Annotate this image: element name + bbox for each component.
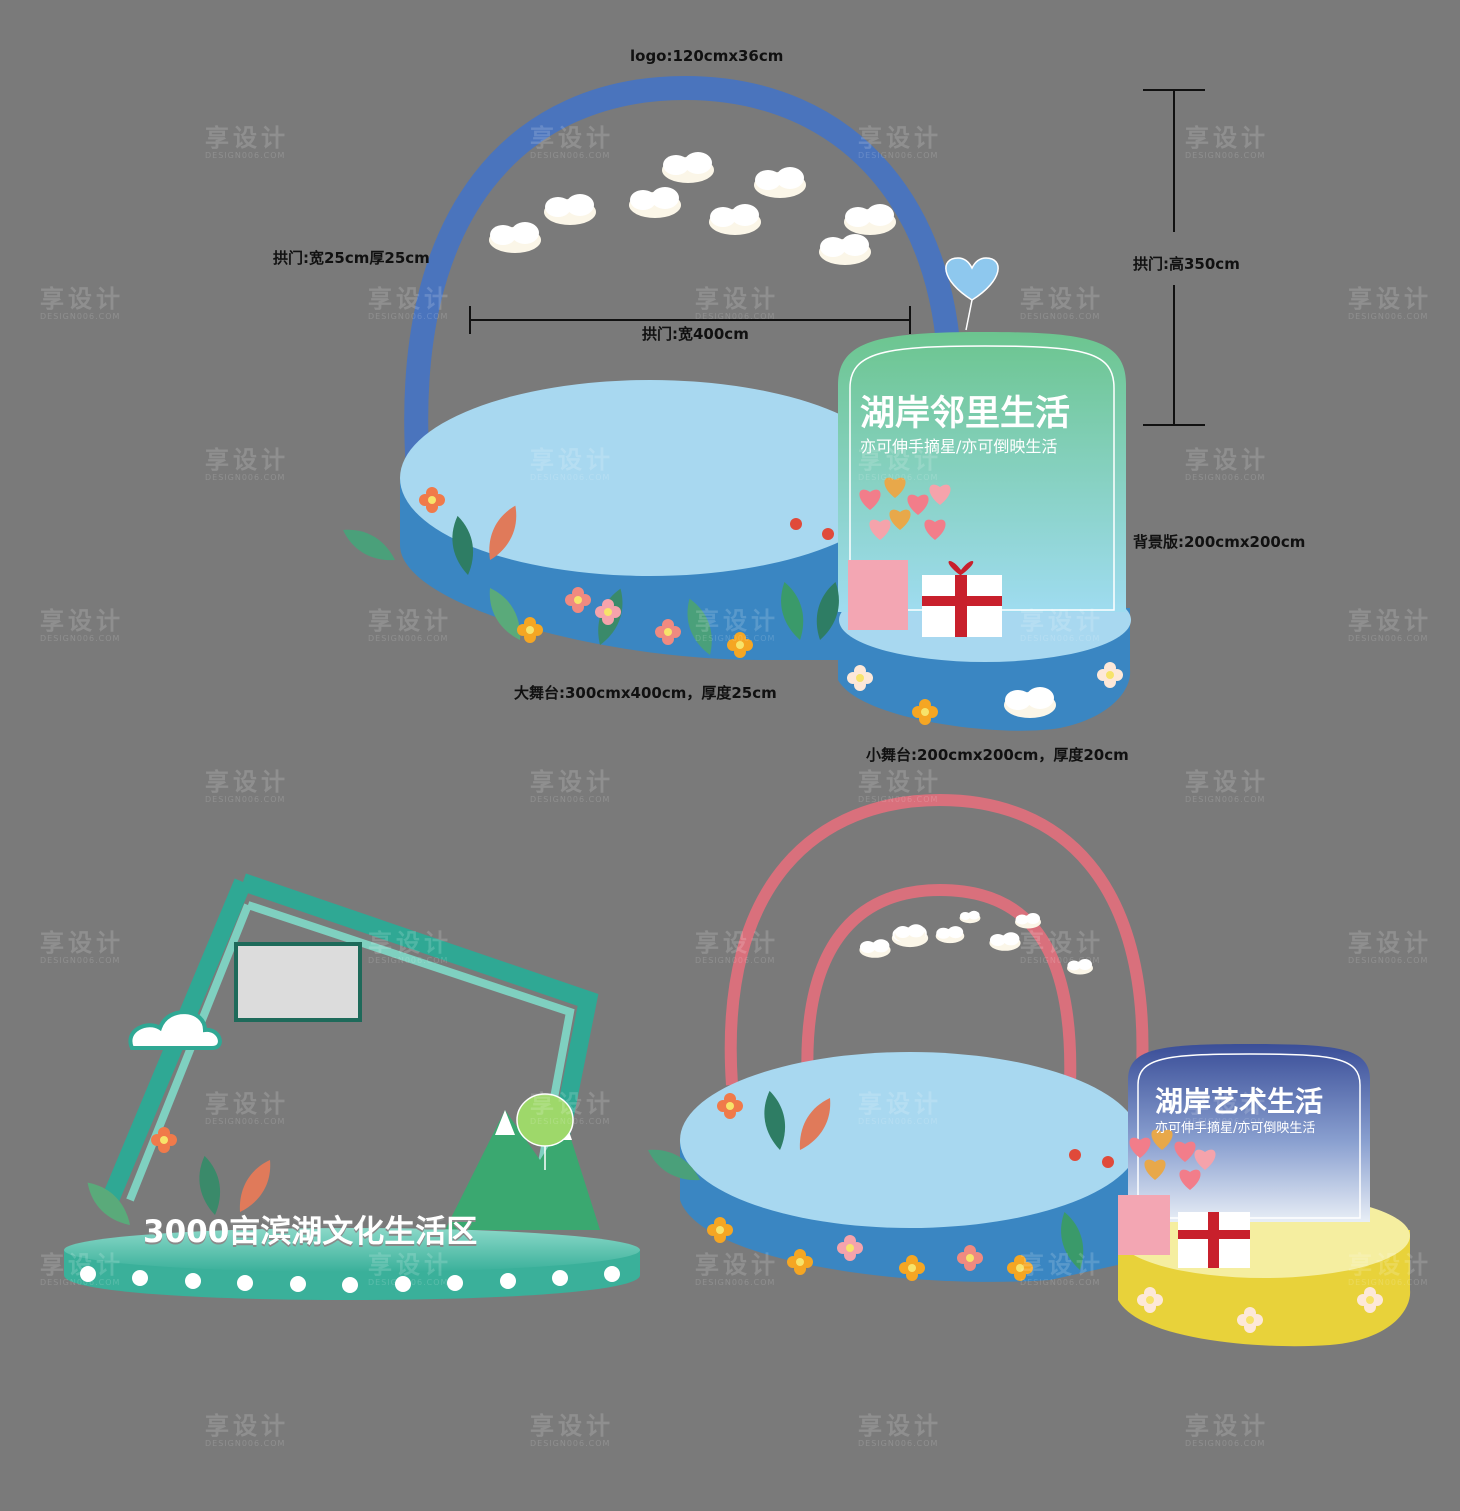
cloud-icon	[844, 204, 896, 235]
cloud-icon	[709, 204, 761, 235]
cloud-icon	[489, 222, 541, 253]
pink-arch-inner	[801, 883, 1077, 1086]
pink-stage-set	[643, 793, 1411, 1347]
sign1-title: 湖岸邻里生活	[860, 394, 1071, 434]
gift-box-icon	[1118, 1195, 1250, 1268]
logo-size-label: logo:120cmx36cm	[630, 47, 784, 65]
frame-stage-set	[64, 873, 640, 1300]
top-stage-set	[338, 75, 1205, 731]
backboard-size-label: 背景版:200cmx200cm	[1133, 533, 1306, 551]
sign-backboard-1	[838, 332, 1126, 612]
small-stage-label: 小舞台:200cmx200cm，厚度20cm	[866, 746, 1129, 764]
pink-set-plants	[643, 1089, 1383, 1333]
cloud-icon	[1004, 687, 1056, 718]
frame-stage-title: 3000亩滨湖文化生活区	[143, 1214, 478, 1250]
dimension-lines	[469, 89, 1205, 426]
stage-light-icon	[80, 1266, 620, 1293]
blue-arch	[404, 75, 963, 471]
teal-stage	[64, 1228, 640, 1300]
sign1-subtitle: 亦可伸手摘星/亦可倒映生活	[860, 437, 1058, 456]
cloud-icon	[128, 1010, 222, 1050]
top-plants	[338, 487, 1123, 725]
cloud-icon	[544, 194, 596, 225]
arch-height-label: 拱门:高350cm	[1133, 255, 1240, 273]
sign2-subtitle: 亦可伸手摘星/亦可倒映生活	[1155, 1121, 1316, 1136]
logo-placeholder-board	[234, 942, 362, 1022]
big-stage-label: 大舞台:300cmx400cm，厚度25cm	[514, 684, 777, 702]
arch-width-label: 拱门:宽400cm	[642, 325, 749, 343]
gift-box-icon	[848, 560, 1002, 637]
pink-arch-outer	[724, 793, 1149, 1086]
sign2-title: 湖岸艺术生活	[1155, 1085, 1324, 1118]
hot-air-balloon-icon	[516, 1093, 574, 1170]
heart-balloon-icon	[945, 257, 999, 331]
hanging-clouds	[489, 152, 896, 265]
cloud-icon	[754, 167, 806, 198]
cloud-icon	[662, 152, 714, 183]
blue-stage-2	[680, 1052, 1140, 1282]
cloud-icon	[819, 234, 871, 265]
cloud-icon	[629, 187, 681, 218]
big-stage	[400, 380, 900, 660]
arch-size-label: 拱门:宽25cm厚25cm	[273, 249, 430, 267]
